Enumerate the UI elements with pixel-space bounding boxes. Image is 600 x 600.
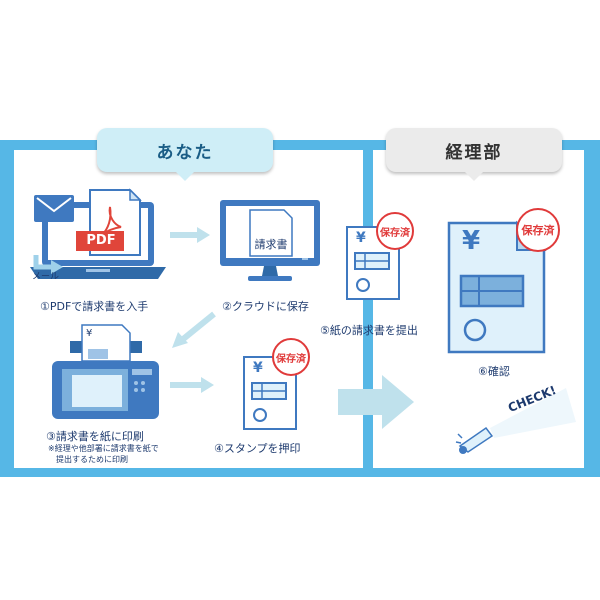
mail-label: メール xyxy=(32,272,60,282)
step-3-note-line-1: ※経理や他部署に請求書を紙で xyxy=(48,444,159,453)
printer-icon xyxy=(52,324,159,419)
arrow-right-icon xyxy=(170,227,210,243)
check-beam xyxy=(490,388,576,438)
monitor-icon xyxy=(220,200,320,281)
document-4-yen-mark: ¥ xyxy=(253,360,263,376)
arrow-right-icon xyxy=(170,377,214,393)
monitor-doc-label: 請求書 xyxy=(254,238,288,251)
saved-stamp: 保存済 xyxy=(376,212,414,250)
step-4-label: ④スタンプを押印 xyxy=(214,442,301,455)
document-5-yen-mark: ¥ xyxy=(356,230,366,246)
tab-accounting-pointer xyxy=(465,172,483,181)
stamped-document-icon xyxy=(243,355,298,430)
mail-arrow-icon xyxy=(33,255,63,274)
tab-you-pointer xyxy=(176,172,194,181)
arrow-diagonal-icon xyxy=(172,311,216,348)
printer-yen-mark: ¥ xyxy=(86,328,93,339)
step-1-label: ①PDFで請求書を入手 xyxy=(40,300,149,313)
tab-accounting-label: 経理部 xyxy=(445,142,503,163)
step-6-label: ⑥確認 xyxy=(478,365,510,378)
flashlight-icon xyxy=(455,426,494,454)
laptop-pdf-icon xyxy=(30,188,166,279)
document-6-yen-mark: ¥ xyxy=(462,226,481,256)
step-3-note-line-2: 提出するために印刷 xyxy=(56,455,128,464)
step-2-label: ②クラウドに保存 xyxy=(222,300,309,313)
pdf-badge xyxy=(76,231,124,251)
pdf-badge-label: PDF xyxy=(86,233,116,248)
tab-accounting: 経理部 xyxy=(386,128,562,181)
tab-you-label: あなた xyxy=(156,142,214,163)
saved-stamp: 保存済 xyxy=(516,208,560,252)
step-5-label: ⑤紙の請求書を提出 xyxy=(320,324,418,337)
saved-stamp: 保存済 xyxy=(272,338,310,376)
tab-you: あなた xyxy=(97,128,273,181)
step-3-label: ③請求書を紙に印刷 xyxy=(46,430,144,443)
arrow-to-accounting-icon xyxy=(338,375,414,429)
